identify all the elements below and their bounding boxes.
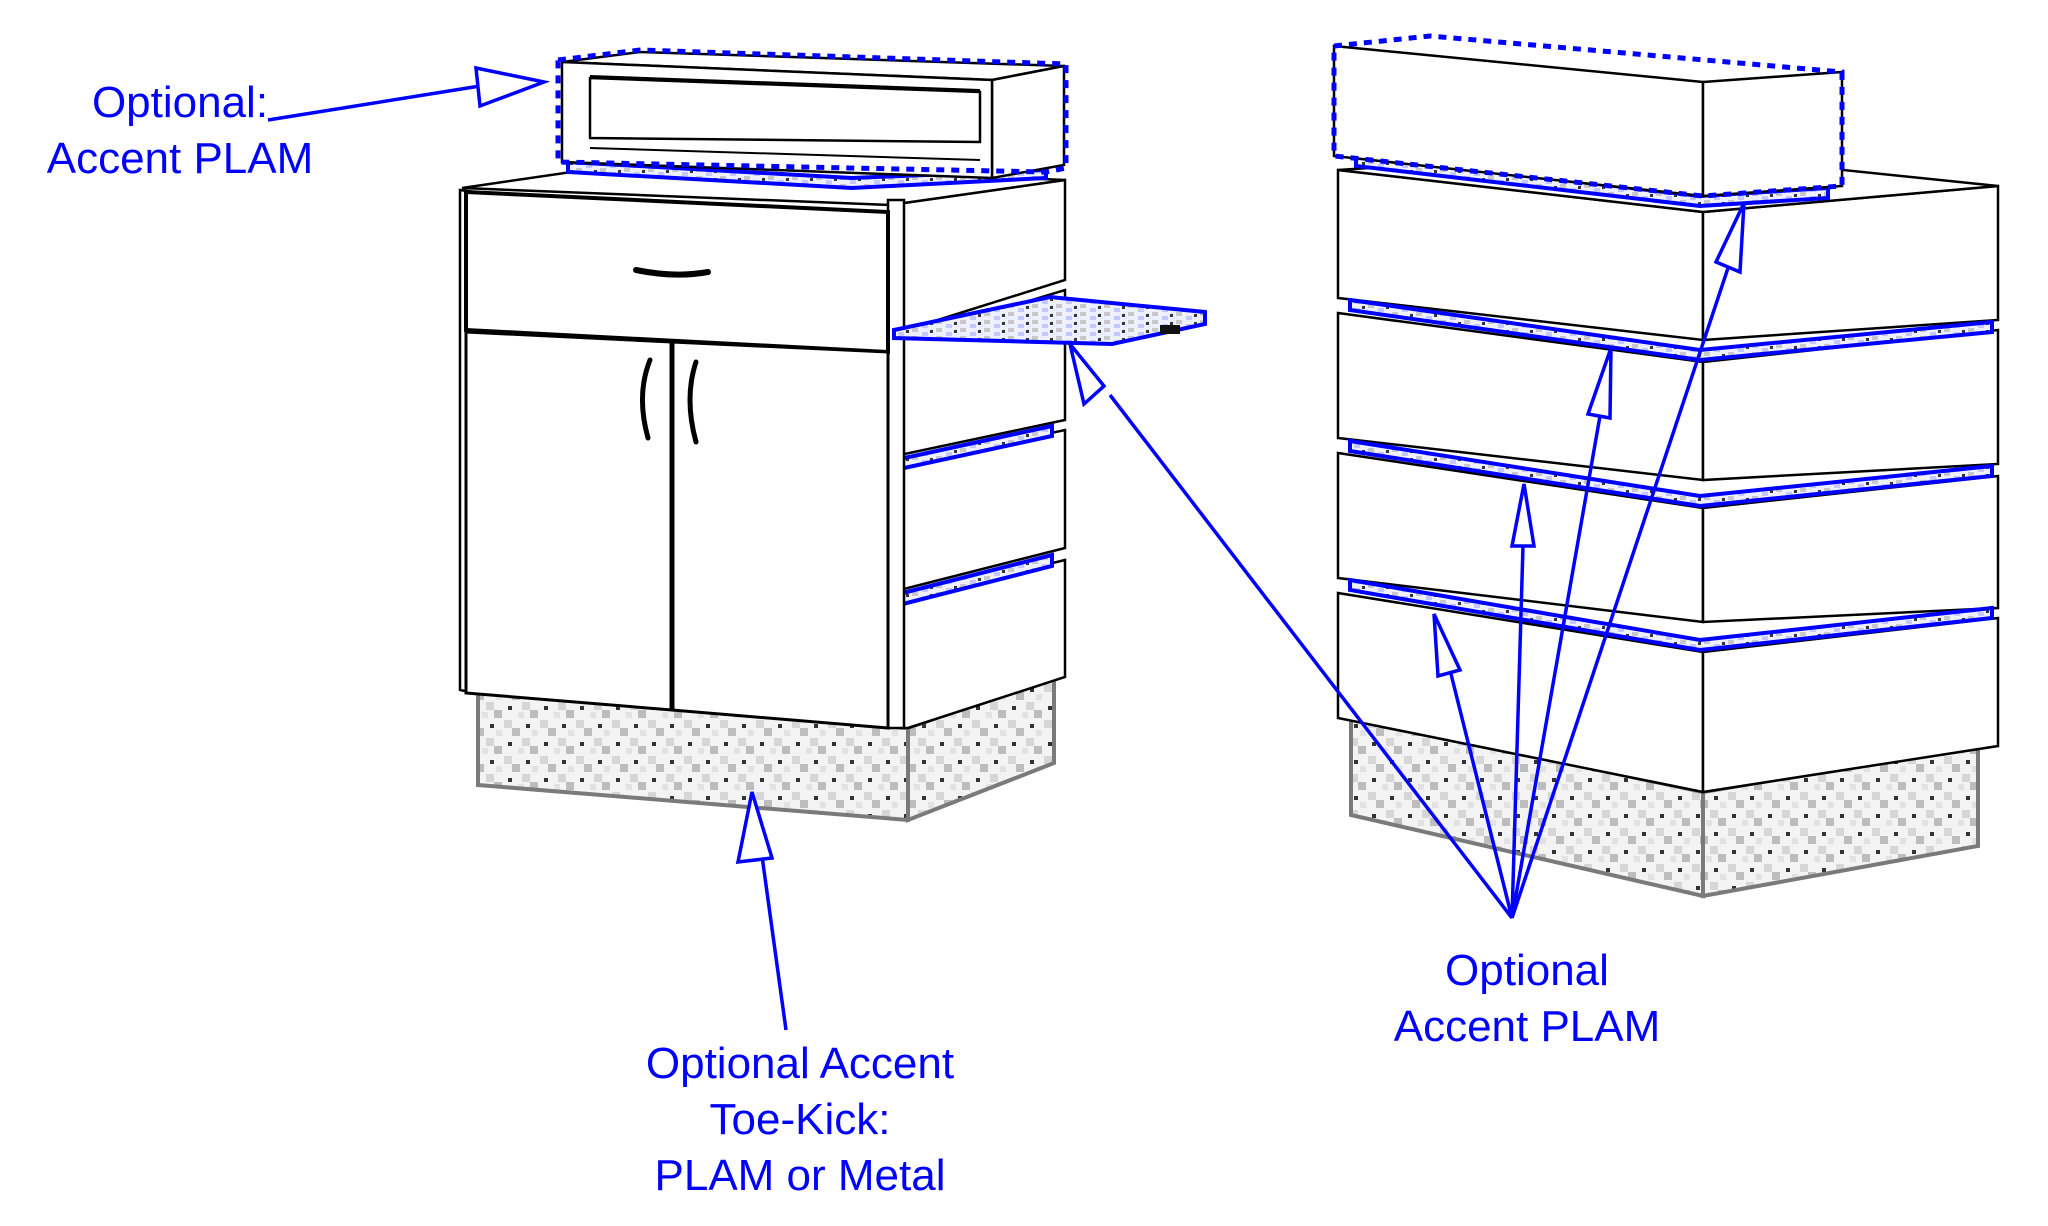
hutch-top-rail: [589, 75, 981, 91]
hutch-accent-label-line-2: Accent PLAM: [46, 134, 314, 183]
hutch-accent-outline: [555, 47, 1069, 175]
right-reveal-3: [1348, 577, 1994, 653]
reveals-accent-label-line-2: Accent PLAM: [1393, 1002, 1661, 1051]
toe-kick-label-line-3: PLAM or Metal: [654, 1151, 946, 1200]
right-door: [670, 340, 890, 730]
callout-line: [1510, 415, 1602, 919]
reveals-accent-label-line-1: Optional: [1445, 946, 1609, 995]
right-cabinet: [1331, 33, 2000, 899]
hutch-accent-label: Optional: Accent PLAM: [30, 75, 330, 187]
left-cabinet: [458, 160, 1207, 823]
shelf-pull: [1160, 325, 1180, 334]
callout-line: [1108, 393, 1514, 920]
callout-line: [1510, 267, 1730, 919]
callout-line: [760, 855, 788, 1031]
hutch-bottom-rail: [589, 147, 981, 161]
left-hutch: [555, 47, 1069, 191]
arrowhead-icon: [1432, 613, 1463, 679]
callout-line: [1448, 669, 1514, 919]
toe-kick-label-line-2: Toe-Kick:: [709, 1095, 891, 1144]
hutch-base-accent: [566, 159, 1048, 191]
toe-kick-label: Optional Accent Toe-Kick: PLAM or Metal: [600, 1036, 1000, 1204]
toe-kick-label-line-1: Optional Accent: [645, 1039, 955, 1088]
hutch-side: [990, 64, 1066, 180]
callout-toe-kick: [735, 791, 788, 1031]
reveals-accent-label: Optional Accent PLAM: [1362, 943, 1692, 1055]
callout-line: [267, 84, 481, 122]
callout-hutch: [267, 65, 551, 122]
arrowhead-icon: [1585, 347, 1613, 421]
arrowhead-icon: [1713, 202, 1746, 275]
pull-out-shelf: [892, 294, 1207, 347]
left-door-handle: [639, 357, 653, 441]
hutch-opening: [588, 76, 982, 144]
left-carcass-edge: [886, 198, 906, 730]
arrowhead-icon: [1068, 342, 1107, 408]
drawer-handle: [633, 267, 711, 278]
arrowhead-icon: [735, 791, 775, 865]
right-door-handle: [687, 359, 699, 445]
hutch-accent-label-line-1: Optional:: [91, 78, 269, 127]
callout-reveals: [1068, 202, 1746, 920]
callout-line: [1510, 545, 1525, 919]
right-topbox-accent-outline: [1331, 33, 1845, 199]
arrowhead-icon: [1509, 483, 1537, 548]
arrowhead-icon: [474, 65, 551, 109]
right-topbox-side: [1701, 70, 1844, 198]
right-reveal-2: [1348, 438, 1994, 509]
